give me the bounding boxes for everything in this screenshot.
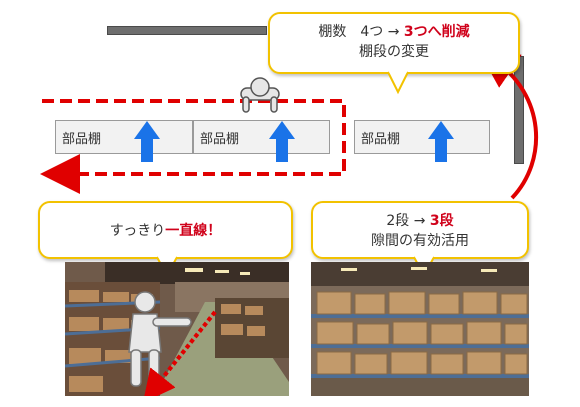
callout-left-prefix: すっきり: [109, 223, 166, 239]
top-wall: [107, 26, 267, 35]
shelf-3: 部品棚: [354, 120, 490, 154]
shelf-3-up-arrow-icon: [428, 121, 454, 162]
curved-red-arrow: [477, 48, 539, 200]
shelf-3-label: 部品棚: [361, 132, 401, 147]
callout-right-highlight: 3段: [429, 213, 454, 229]
callout-top-highlight: 3つへ削減: [403, 24, 470, 40]
callout-left-highlight: 一直線！: [165, 223, 222, 239]
shelf-1-label: 部品棚: [62, 132, 102, 147]
shelf-levels-photo: [311, 262, 529, 396]
callout-top-prefix: 棚数 4つ →: [318, 24, 404, 40]
warehouse-aisle-photo: [65, 262, 289, 396]
callout-straight-line: すっきり一直線！: [38, 201, 293, 259]
shelf-2-label: 部品棚: [200, 132, 240, 147]
callout-right-line2: 隙間の有効活用: [371, 233, 469, 249]
walking-route: [40, 99, 346, 194]
callout-right-prefix: 2段 →: [386, 213, 430, 229]
callout-shelf-levels: 2段 → 3段 隙間の有効活用: [311, 201, 529, 259]
shelf-1-up-arrow-icon: [134, 121, 160, 162]
shelf-2-up-arrow-icon: [269, 121, 295, 162]
callout-top-line2: 棚段の変更: [359, 44, 429, 60]
person-icon: [240, 77, 280, 113]
shelf-1: 部品棚: [55, 120, 193, 154]
callout-shelf-reduction: 棚数 4つ → 3つへ削減 棚段の変更: [268, 12, 520, 74]
shelf-2: 部品棚: [193, 120, 330, 154]
